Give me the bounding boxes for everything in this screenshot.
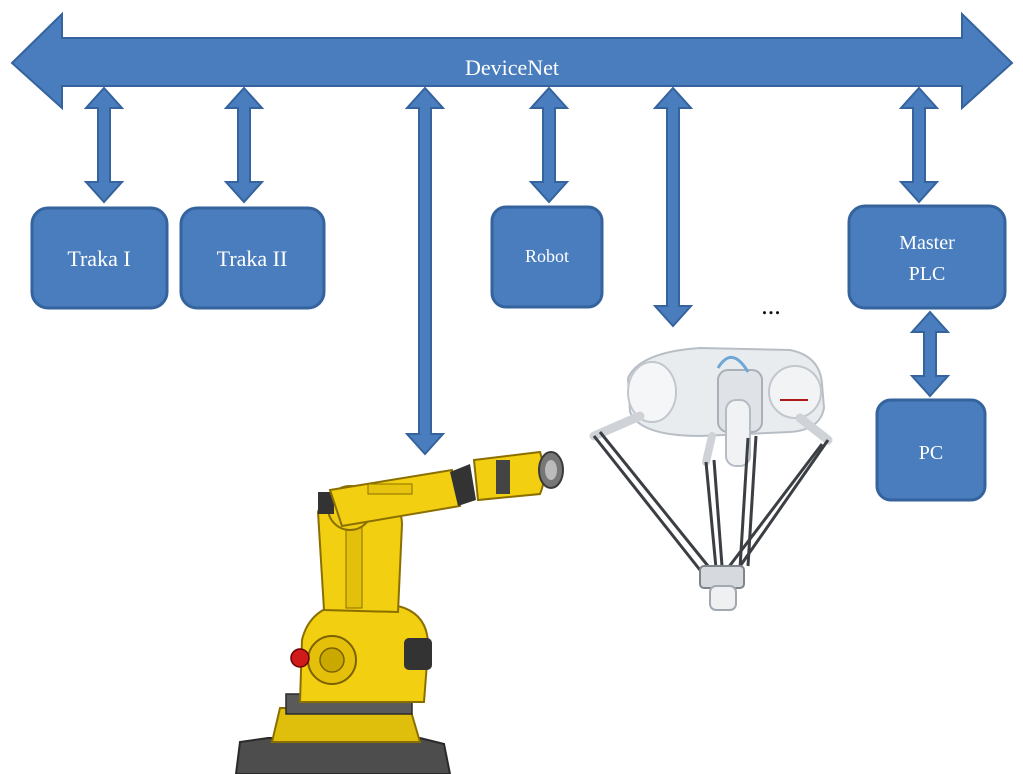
devicenet-bus-arrow — [10, 11, 1014, 111]
pc-box — [875, 398, 987, 502]
delta-robot-image — [589, 346, 833, 611]
master-plc-label-line2: PLC — [909, 263, 946, 285]
traka2-box — [179, 206, 326, 310]
robot-label: Robot — [525, 246, 569, 266]
arrow-bus-traka1 — [83, 86, 125, 204]
industrial-robot-image — [234, 450, 564, 774]
robot-box — [490, 205, 604, 309]
traka1-box — [30, 206, 169, 310]
bus-label: DeviceNet — [465, 55, 559, 80]
arrow-plc-pc — [909, 310, 951, 398]
more-devices-ellipsis: ... — [761, 291, 781, 320]
master-plc-box — [847, 204, 1007, 310]
master-plc-label-line1: Master — [899, 232, 955, 254]
traka2-label: Traka II — [217, 246, 288, 271]
arrow-bus-traka2 — [223, 86, 265, 204]
arrow-bus-industrial-robot — [404, 86, 446, 456]
pc-label: PC — [919, 442, 943, 464]
traka1-label: Traka I — [67, 246, 130, 271]
arrow-bus-delta-robot — [652, 86, 694, 328]
arrow-bus-master-plc — [898, 86, 940, 204]
arrow-bus-robot — [528, 86, 570, 204]
